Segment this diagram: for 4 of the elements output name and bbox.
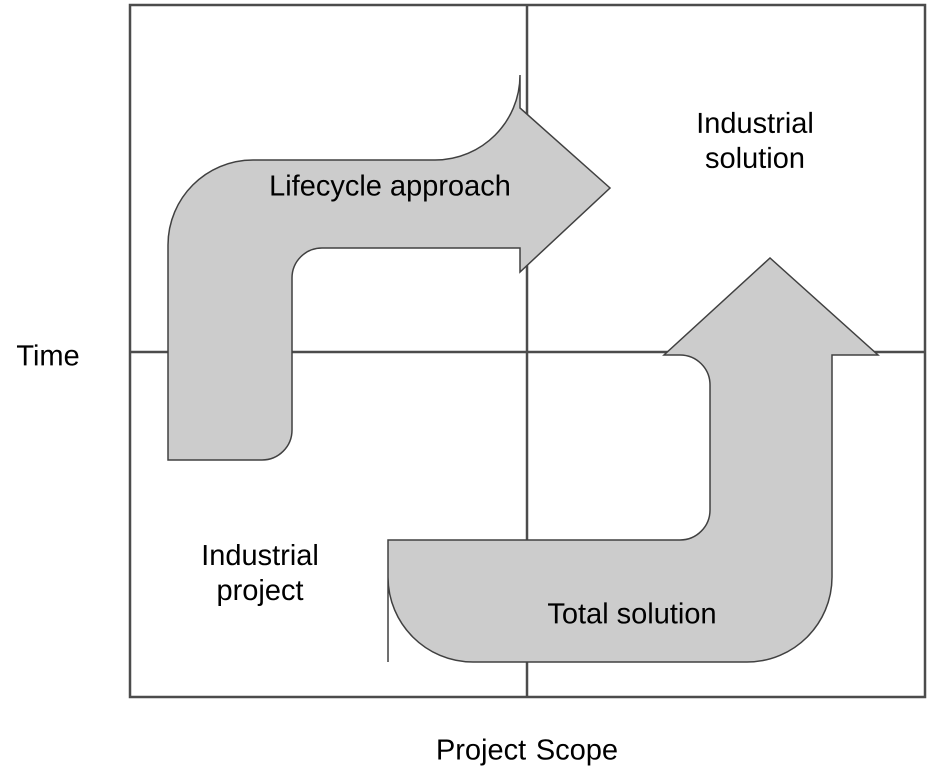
axis-label: Project Scope	[438, 738, 617, 766]
axis-label: Time	[16, 344, 78, 366]
quadrant-label: Industrial project	[204, 544, 317, 606]
quadrant-label: Industrial solution	[698, 112, 812, 168]
